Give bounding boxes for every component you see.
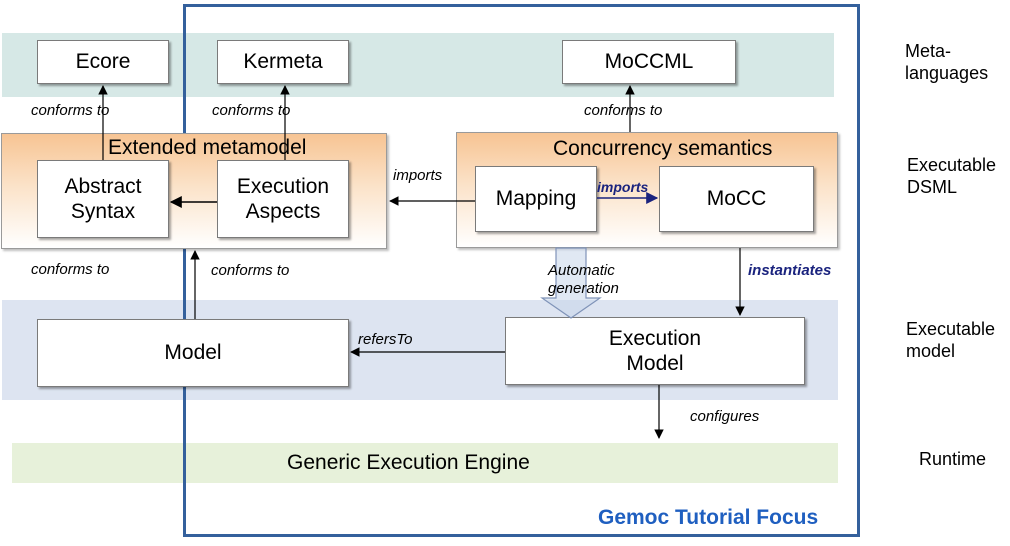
execution-model-box: Execution Model [505,317,805,385]
conforms-to-ecore-label: conforms to [31,102,110,119]
imports-mocc-label: imports [597,179,649,195]
generic-execution-engine-label: Generic Execution Engine [287,451,530,474]
tutorial-focus-frame [183,4,860,537]
conforms-to-left-label: conforms to [31,261,110,278]
instantiates-label: instantiates [748,262,832,279]
model-box: Model [37,319,349,387]
abstract-syntax-box: Abstract Syntax [37,160,169,238]
kermeta-box: Kermeta [217,40,349,84]
mocc-box: MoCC [659,166,814,232]
ecore-box: Ecore [37,40,169,84]
automatic-generation-label: Automatic generation [548,262,619,297]
moccml-box: MoCCML [562,40,736,84]
concurrency-semantics-title: Concurrency semantics [553,137,773,160]
runtime-side-label: Runtime [919,449,987,469]
refers-to-label: refersTo [358,331,413,348]
execution-aspects-box: Execution Aspects [217,160,349,238]
imports-label: imports [393,167,443,184]
conforms-to-moccml-label: conforms to [584,102,663,119]
mapping-box: Mapping [475,166,597,232]
gemoc-tutorial-focus-label: Gemoc Tutorial Focus [598,506,819,529]
configures-label: configures [690,408,760,425]
executable-dsml-side-label: Executable DSML [907,155,997,197]
executable-model-side-label: Executable model [906,319,996,361]
meta-languages-side-label: Meta- languages [905,41,989,83]
runtime-band [12,443,838,483]
extended-metamodel-title: Extended metamodel [108,136,307,159]
conforms-to-model-label: conforms to [211,262,290,279]
automatic-generation-arrow [540,247,602,319]
conforms-to-kermeta-label: conforms to [212,102,291,119]
